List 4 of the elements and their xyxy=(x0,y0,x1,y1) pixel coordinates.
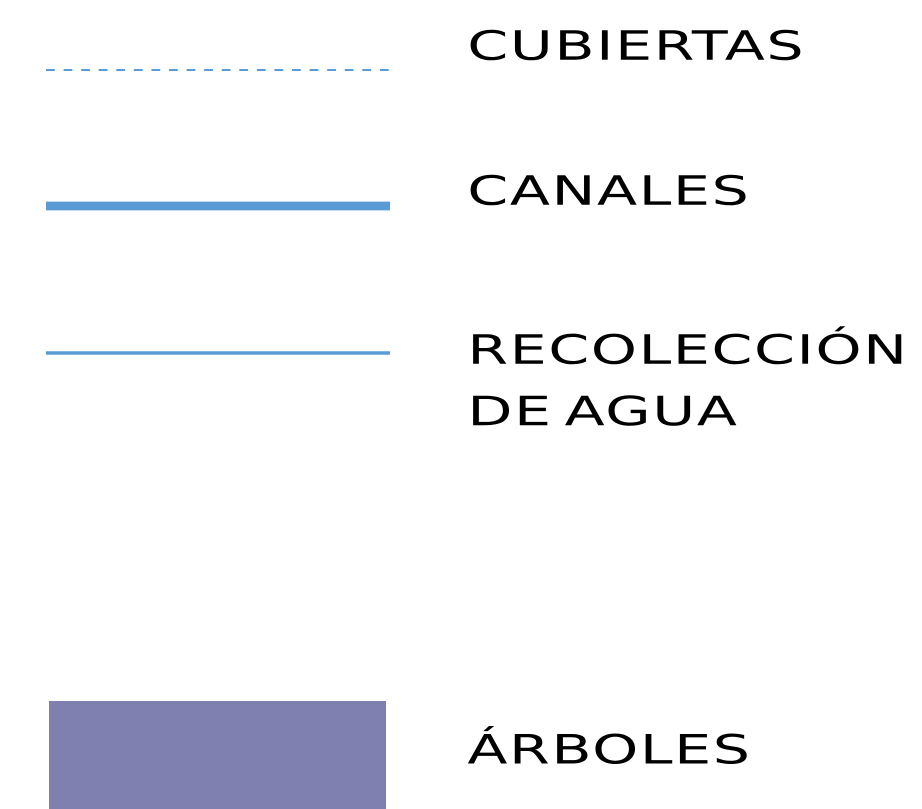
legend-label: CUBIERTAS xyxy=(470,30,800,60)
legend-label: ÁRBOLES xyxy=(468,726,747,764)
legend-label: CANALES xyxy=(470,174,746,206)
legend-label: RECOLECCIÓN DE AGUA xyxy=(473,326,902,426)
